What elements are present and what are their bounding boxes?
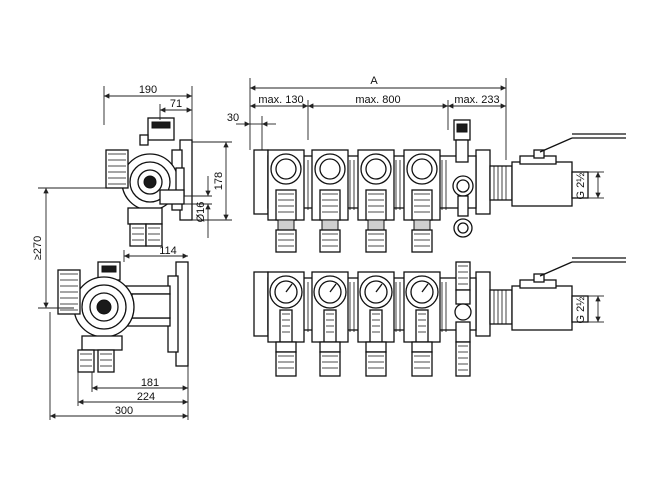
- dim-270-label: ≥270: [32, 236, 44, 260]
- dim-a-label: A: [370, 75, 378, 87]
- dim-max-233-label: max. 233: [454, 94, 499, 106]
- front-view: A max. 130 max. 800 max. 233 30: [227, 75, 626, 377]
- dim-71: 71: [159, 98, 192, 120]
- thread-upper-label: G 2½: [575, 173, 587, 200]
- lower-instrument-column: [454, 261, 472, 377]
- dim-max-800-label: max. 800: [355, 94, 400, 106]
- dim-30: 30: [227, 112, 276, 150]
- thread-lower-label: G 2½: [575, 297, 587, 324]
- lower-circuit-1: [267, 271, 305, 377]
- dim-30-label: 30: [227, 112, 239, 124]
- dim-190: 190: [103, 84, 193, 140]
- dim-300: 300: [49, 312, 188, 420]
- front-upper-manifold: [253, 119, 626, 253]
- side-view-lower-manifold: [57, 261, 189, 373]
- thread-label-lower: G 2½: [575, 295, 604, 324]
- upper-circuit-1: [267, 149, 305, 253]
- dim-300-label: 300: [115, 405, 133, 417]
- lower-circuit-4: [403, 271, 441, 377]
- upper-circuit-4: [403, 149, 441, 253]
- dim-max-row: max. 130 max. 800 max. 233: [250, 94, 506, 140]
- thread-label-upper: G 2½: [575, 171, 604, 200]
- dim-178-label: 178: [213, 172, 225, 190]
- dim-114: 114: [123, 245, 188, 262]
- upper-circuit-3: [357, 149, 395, 253]
- upper-circuit-2: [311, 149, 349, 253]
- front-lower-manifold: [253, 257, 626, 377]
- dim-181-label: 181: [141, 377, 159, 389]
- side-view: 190 71 178 Ø16 114: [32, 84, 232, 420]
- lower-circuit-3: [357, 271, 395, 377]
- dim-71-label: 71: [170, 98, 182, 110]
- dim-190-label: 190: [139, 84, 157, 96]
- side-view-upper-manifold: [105, 117, 193, 247]
- dim-a: A: [249, 75, 507, 160]
- dim-270: ≥270: [32, 187, 106, 309]
- dim-178: 178: [192, 141, 232, 221]
- dim-224-label: 224: [137, 391, 155, 403]
- upper-instrument-column: [452, 119, 474, 238]
- upper-ball-valve: [489, 133, 626, 207]
- dim-o16: Ø16: [184, 176, 212, 238]
- dim-o16-label: Ø16: [195, 202, 207, 223]
- dim-max-130-label: max. 130: [258, 94, 303, 106]
- dim-114-label: 114: [159, 245, 177, 257]
- dim-224: 224: [77, 372, 188, 406]
- lower-ball-valve: [489, 257, 626, 331]
- dim-181: 181: [91, 366, 189, 420]
- lower-circuit-2: [311, 271, 349, 377]
